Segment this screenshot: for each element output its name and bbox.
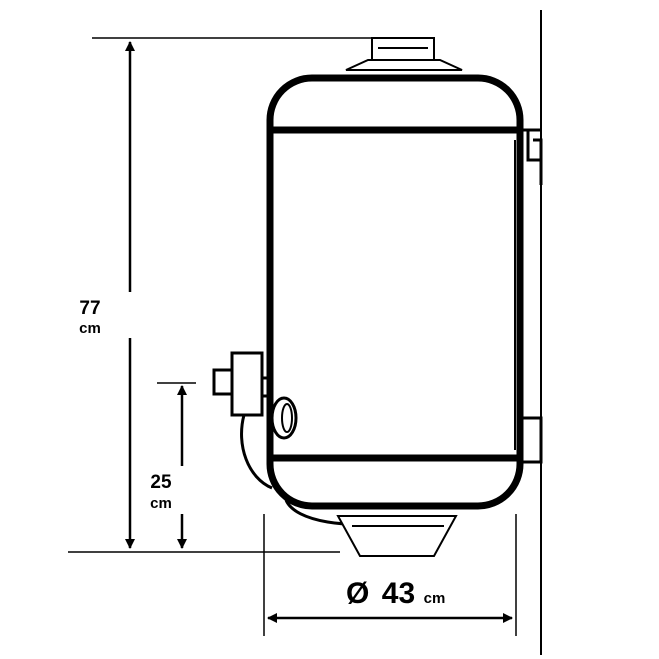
wall-bracket-lower xyxy=(518,416,543,464)
diameter-symbol: Ø xyxy=(346,577,369,610)
diameter-label: Ø 43 cm xyxy=(346,577,445,610)
diameter-value: 43 xyxy=(382,577,415,610)
total-height-unit: cm xyxy=(79,320,101,337)
extension-lines xyxy=(68,37,517,636)
total-height-label-bg xyxy=(72,292,142,338)
total-height-value: 77 xyxy=(79,298,100,319)
pilot-window xyxy=(270,396,298,440)
diameter-label-bg xyxy=(340,576,468,610)
inlet-height-value: 25 xyxy=(150,472,172,493)
diameter-unit: cm xyxy=(424,590,446,607)
burner-bottom xyxy=(336,515,458,557)
inlet-height-unit: cm xyxy=(150,495,172,512)
flue-top xyxy=(345,37,463,79)
inlet-height-label-bg xyxy=(140,466,200,514)
gas-valve xyxy=(212,351,272,417)
tank-body xyxy=(266,74,524,510)
